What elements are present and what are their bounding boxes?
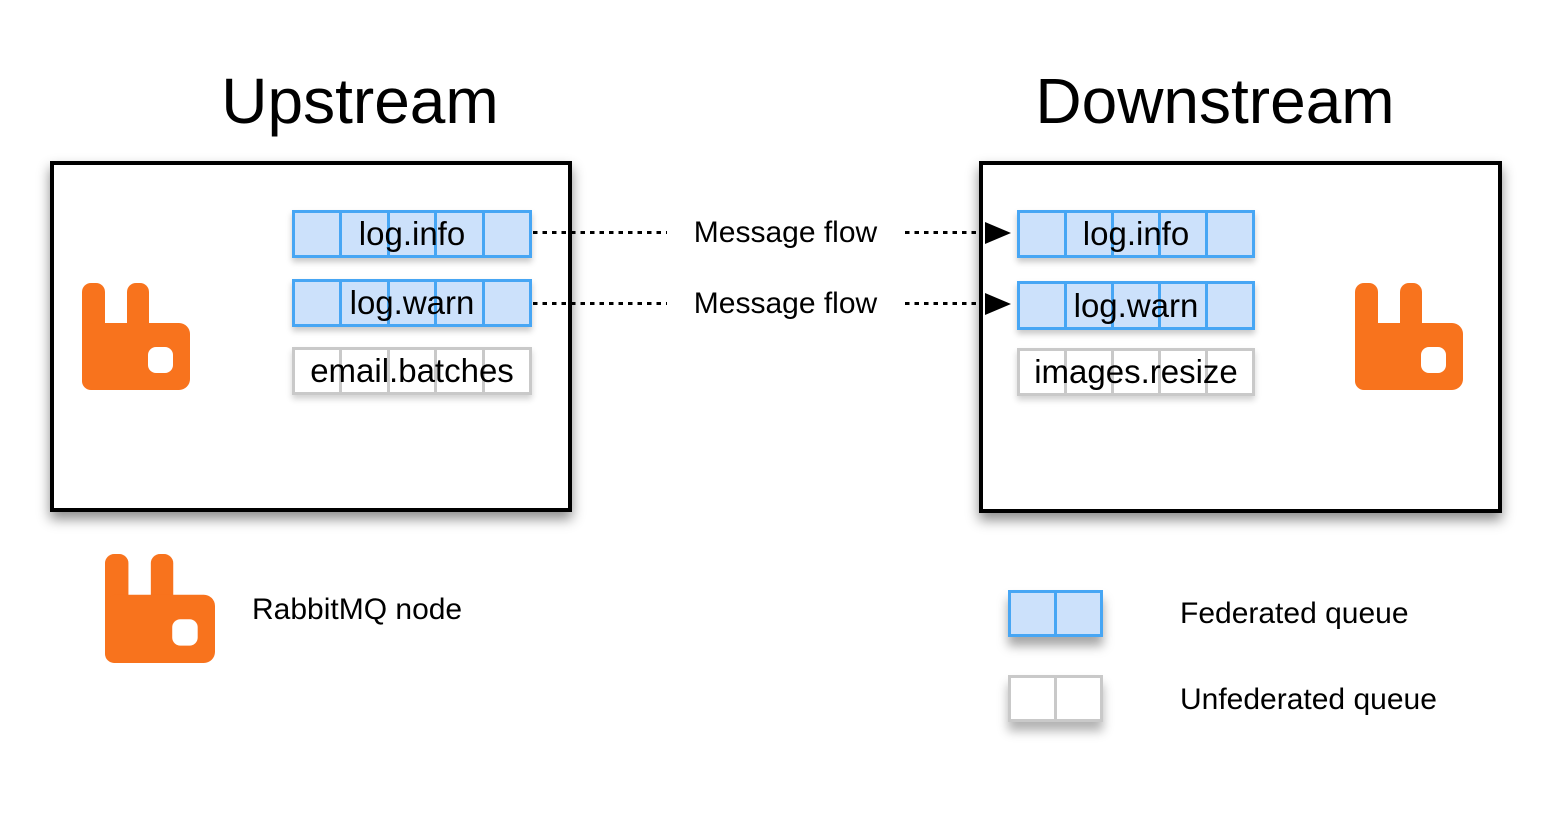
queue-cell [481, 350, 529, 392]
rabbitmq-rabbit-icon [1355, 283, 1463, 390]
queue-cell [1054, 678, 1100, 719]
queue-cell [434, 282, 481, 324]
right-arrowhead-icon [985, 293, 1011, 315]
queue-cell [1064, 351, 1111, 393]
upstream-queue-email-batches: email.batches [292, 347, 532, 395]
queue-cell [1158, 284, 1205, 327]
queue-cell [1111, 284, 1158, 327]
message-flow-log-warn: Message flow [533, 289, 1015, 319]
queue-cell [1111, 351, 1158, 393]
upstream-queue-log-warn: log.warn [292, 279, 532, 327]
downstream-queue-log-info: log.info [1017, 210, 1255, 258]
dotted-line [533, 302, 667, 305]
dotted-line [905, 231, 983, 234]
right-arrowhead-icon [985, 222, 1011, 244]
message-flow-log-info: Message flow [533, 218, 1015, 248]
queue-cell [339, 350, 386, 392]
queue-cell [386, 350, 434, 392]
downstream-queue-log-warn: log.warn [1017, 281, 1255, 330]
queue-cell [434, 213, 481, 255]
queue-cell [1011, 678, 1054, 719]
queue-cell [1054, 593, 1100, 634]
queue-label: log.warn [1073, 286, 1199, 324]
legend-rabbitmq-node-label: RabbitMQ node [252, 593, 463, 626]
queue-label: log.info [1082, 215, 1190, 252]
upstream-queue-log-info: log.info [292, 210, 532, 258]
legend-federated-queue-swatch [1008, 590, 1103, 637]
queue-cell [1158, 351, 1205, 393]
legend-unfederated-queue-label: Unfederated queue [1180, 683, 1437, 716]
downstream-title: Downstream [1035, 65, 1395, 137]
queue-cell [1064, 284, 1111, 327]
queue-label: log.warn [349, 284, 475, 321]
upstream-title: Upstream [221, 65, 499, 137]
queue-cell [1064, 213, 1111, 255]
dotted-line [905, 302, 983, 305]
queue-label: email.batches [310, 352, 514, 389]
queue-cell [1011, 593, 1054, 634]
message-flow-label: Message flow [693, 216, 878, 249]
queue-cell [434, 350, 481, 392]
queue-cell [386, 282, 434, 324]
queue-cell [1205, 351, 1252, 393]
queue-cell [1205, 213, 1252, 255]
legend-federated-queue-label: Federated queue [1180, 597, 1409, 630]
queue-cell [481, 282, 529, 324]
rabbitmq-rabbit-icon [82, 283, 190, 390]
queue-label: log.info [358, 215, 466, 252]
legend-unfederated-queue-swatch [1008, 675, 1103, 722]
downstream-queue-images-resize: images.resize [1017, 348, 1255, 396]
queue-cell [339, 282, 386, 324]
queue-cell [386, 213, 434, 255]
queue-cell [1158, 213, 1205, 255]
message-flow-label: Message flow [693, 287, 878, 320]
dotted-line [533, 231, 667, 234]
queue-cell [1111, 213, 1158, 255]
queue-label: images.resize [1034, 353, 1238, 390]
queue-cell [1205, 284, 1252, 327]
queue-cell [339, 213, 386, 255]
queue-cell [481, 213, 529, 255]
rabbitmq-rabbit-icon [105, 554, 215, 663]
